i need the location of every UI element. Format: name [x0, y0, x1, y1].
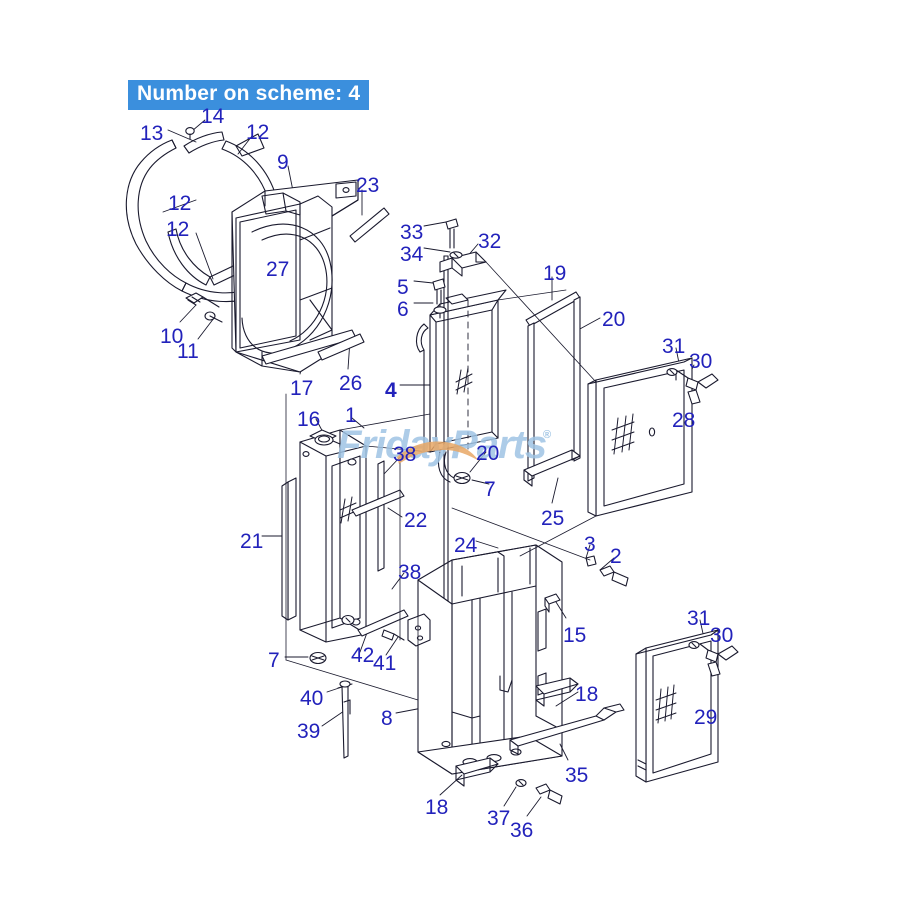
callout-number-24: 24	[454, 534, 478, 557]
callout-number-21: 21	[240, 530, 264, 553]
callout-number-12: 12	[166, 218, 190, 241]
callout-number-20: 20	[602, 308, 626, 331]
callout-number-30: 30	[710, 624, 734, 647]
callout-number-8: 8	[381, 707, 393, 730]
callout-number-9: 9	[277, 151, 289, 174]
callout-number-11: 11	[177, 340, 199, 363]
callout-number-3: 3	[584, 533, 596, 556]
callout-number-38: 38	[398, 561, 422, 584]
callout-number-31: 31	[687, 607, 711, 630]
callout-number-40: 40	[300, 687, 324, 710]
callout-number-2: 2	[610, 545, 622, 568]
callout-number-1: 1	[345, 404, 357, 427]
callout-number-14: 14	[201, 105, 225, 128]
callout-number-10: 10	[160, 325, 184, 348]
callout-number-7: 7	[484, 478, 496, 501]
scheme-number-banner: Number on scheme: 4	[128, 80, 370, 111]
callout-number-37: 37	[487, 807, 511, 830]
callout-number-25: 25	[541, 507, 565, 530]
callout-number-15: 15	[563, 624, 587, 647]
callout-number-27: 27	[266, 258, 290, 281]
callout-number-33: 33	[400, 221, 424, 244]
callout-number-34: 34	[400, 243, 424, 266]
callout-number-5: 5	[397, 276, 409, 299]
callout-number-28: 28	[672, 409, 696, 432]
callout-number-26: 26	[339, 372, 363, 395]
callout-number-36: 36	[510, 819, 534, 842]
callout-number-18: 18	[425, 796, 449, 819]
callout-number-19: 19	[543, 262, 567, 285]
callout-number-23: 23	[356, 174, 380, 197]
callout-number-32: 32	[478, 230, 502, 253]
callout-number-13: 13	[140, 122, 164, 145]
callout-number-12: 12	[246, 121, 270, 144]
callout-number-35: 35	[565, 764, 589, 787]
callout-number-31: 31	[662, 335, 686, 358]
callout-number-4: 4	[385, 379, 397, 402]
callout-number-16: 16	[297, 408, 321, 431]
callout-number-29: 29	[694, 706, 718, 729]
callout-number-22: 22	[404, 509, 428, 532]
callout-number-7: 7	[268, 649, 280, 672]
callout-number-17: 17	[290, 377, 314, 400]
callout-number-38: 38	[393, 443, 417, 466]
callout-number-18: 18	[575, 683, 599, 706]
callout-number-41: 41	[373, 652, 397, 675]
callout-number-6: 6	[397, 298, 409, 321]
callout-number-42: 42	[351, 644, 375, 667]
callout-number-39: 39	[297, 720, 321, 743]
callout-number-12: 12	[168, 192, 192, 215]
callout-number-30: 30	[689, 350, 713, 373]
callout-number-20: 20	[476, 442, 500, 465]
